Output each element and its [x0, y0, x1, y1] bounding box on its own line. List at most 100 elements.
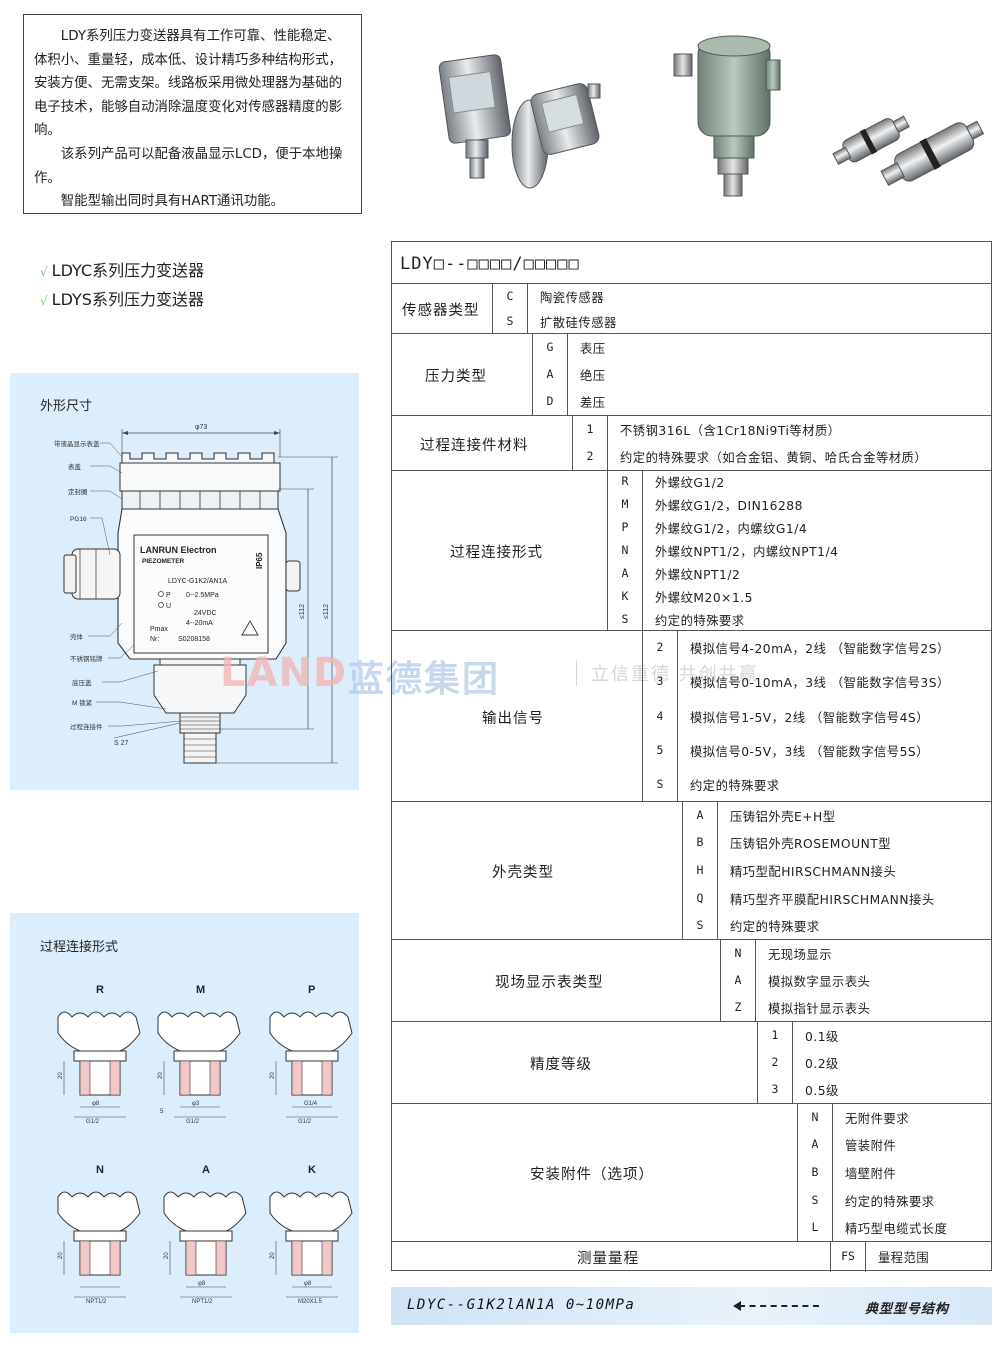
spec-option-desc: 压铸铝外壳ROSEMOUNT型	[730, 837, 892, 852]
connection-drawings: R20φ8G1/2M20φ3G1/25P20G1/4G1/2N20NPT1/2A…	[57, 984, 353, 1305]
connection-dim-height: 20	[158, 1072, 164, 1079]
spec-option-code: R	[621, 474, 629, 489]
connection-letter: P	[308, 984, 315, 996]
callout-base-cover: 底压盖	[72, 678, 92, 687]
spec-option-code: S	[696, 918, 704, 933]
connection-dim-height: 20	[270, 1072, 276, 1079]
spec-section-label: 安装附件（选项）	[530, 1167, 654, 1183]
spec-option-desc: 陶瓷传感器	[540, 290, 604, 305]
product-photo-ldyc	[438, 40, 608, 190]
dim-right-label-2: ≤112	[323, 604, 330, 619]
spec-option-code: A	[734, 973, 742, 987]
nameplate-p-val: 0--2.5MPa	[186, 592, 219, 599]
series-label: LDYC系列压力变送器	[51, 261, 205, 280]
spec-option-desc: 0.2级	[805, 1057, 839, 1071]
spec-option-desc: 精巧型电缆式长度	[845, 1222, 948, 1237]
spec-option-code: B	[811, 1165, 819, 1179]
example-banner: LDYC--G1K2lAN1A 0~10MPa 典型型号结构	[391, 1287, 992, 1325]
spec-option-desc: 0.5级	[805, 1084, 839, 1099]
spec-option-desc: 0.1级	[805, 1029, 839, 1044]
intro-paragraph-2: 该系列产品可以配备液晶显示LCD，便于本地操作。	[34, 146, 343, 186]
nameplate-nr-label: Nr:	[150, 636, 159, 643]
connection-dim-height: 20	[58, 1252, 64, 1259]
nameplate-ip: IP65	[255, 552, 264, 569]
spec-code-column: FS	[830, 1242, 866, 1272]
dim-right-label-1: ≤112	[299, 604, 306, 619]
spec-option-desc: 墙壁附件	[845, 1167, 897, 1181]
spec-option-code: FS	[841, 1249, 855, 1263]
connection-dim-outer: G1/2	[186, 1119, 200, 1125]
spec-option-desc: 模拟信号1-5V，2线 （智能数字信号4S）	[690, 710, 930, 725]
callout-lcd-cover: 带液晶显示表盖	[54, 439, 100, 448]
product-photo-housing	[670, 30, 790, 200]
spec-option-desc: 模拟数字显示表头	[768, 975, 871, 989]
spec-option-code: Q	[696, 890, 704, 905]
nameplate-brand: LANRUN Electron	[140, 545, 217, 555]
spec-option-desc: 压铸铝外壳E+H型	[730, 809, 836, 824]
connection-dim-inner: φ8	[92, 1101, 100, 1107]
spec-option-code: B	[696, 835, 704, 850]
connection-dim-outer: NPT1/2	[86, 1299, 107, 1305]
spec-option-code: D	[546, 394, 554, 409]
spec-option-desc: 精巧型齐平膜配HIRSCHMANN接头	[730, 892, 935, 907]
panel-title: 外形尺寸	[40, 399, 93, 414]
spec-section-label: 压力类型	[425, 369, 487, 385]
nameplate-nr-val: S0208158	[178, 636, 210, 643]
spec-option-desc: 约定的特殊要求（如合金铝、黄铜、哈氏合金等材质）	[620, 451, 928, 466]
callout-seal: 定封圈	[68, 487, 88, 496]
dim-top-label: φ73	[195, 424, 207, 431]
spec-option-desc: 约定的特殊要求	[655, 613, 745, 628]
spec-option-code: A	[811, 1137, 819, 1152]
panel-title: 过程连接形式	[40, 940, 119, 955]
callout-shell: 壳体	[70, 632, 84, 641]
arrow-left-icon	[733, 1301, 819, 1311]
spec-option-code: N	[734, 945, 742, 960]
spec-option-code: S	[811, 1192, 819, 1207]
intro-paragraph-3: 智能型输出同时具有HART通讯功能。	[60, 194, 285, 210]
spec-option-desc: 约定的特殊要求	[845, 1194, 935, 1209]
spec-option-code: C	[506, 288, 514, 303]
example-model-code: LDYC--G1K2lAN1A 0~10MPa	[407, 1297, 636, 1313]
spec-option-code: H	[696, 863, 704, 877]
spec-option-desc: 外螺纹NPT1/2	[655, 567, 741, 582]
spec-option-desc: 模拟信号4-20mA，2线 （智能数字信号2S）	[690, 642, 950, 657]
check-icon: √	[40, 294, 48, 308]
connection-dim-inner: φ3	[192, 1101, 200, 1107]
nameplate-i-val: 4--20mA	[186, 620, 213, 627]
spec-option-code: N	[811, 1109, 819, 1124]
callout-cover: 表盖	[68, 462, 82, 471]
connection-dim-height: 20	[164, 1252, 170, 1259]
spec-option-code: S	[506, 313, 514, 328]
spec-option-code: 5	[656, 742, 664, 757]
warning-icon	[241, 620, 259, 636]
nameplate-u-label: U	[166, 603, 171, 610]
connection-letter: N	[96, 1164, 104, 1176]
spec-option-code: 4	[656, 708, 664, 723]
callout-pg16: PG16	[70, 516, 87, 523]
spec-option-code: 1	[771, 1027, 779, 1042]
spec-option-code: S	[621, 611, 629, 626]
connection-dim-outer: G1/2	[86, 1119, 100, 1125]
series-item-ldyc: √LDYC系列压力变送器	[40, 257, 204, 281]
spec-option-desc: 外螺纹G1/2，DIN16288	[655, 499, 803, 514]
connection-dim-height: 20	[270, 1252, 276, 1259]
dimension-panel: 外形尺寸 φ73 LANRUN Electron PIEZOMETER IP65…	[10, 373, 359, 790]
connection-letter: R	[96, 984, 104, 996]
spec-option-code: Z	[734, 1000, 742, 1015]
